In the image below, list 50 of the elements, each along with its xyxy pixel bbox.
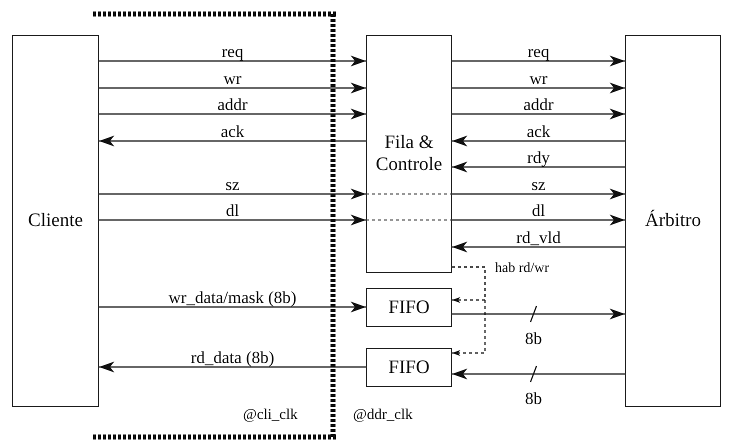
signal-label: req: [528, 43, 550, 60]
arrow: [99, 188, 366, 200]
arrow: [452, 162, 625, 172]
arrow: [99, 302, 366, 312]
module-box: [625, 35, 721, 407]
signal-label: dl: [226, 202, 240, 219]
module-box: [366, 288, 452, 327]
clock-domain-label: @ddr_clk: [353, 407, 413, 424]
arrow: [452, 266, 486, 356]
signal-label: addr: [523, 96, 554, 113]
signal-label: rd_vld: [516, 229, 561, 246]
arrow: [452, 56, 625, 66]
module-box: [366, 348, 452, 387]
signal-label: wr: [530, 70, 548, 87]
signal-label: req: [222, 43, 244, 60]
signal-label: ack: [220, 123, 244, 140]
arrow: [99, 362, 366, 372]
signal-label: ack: [526, 123, 550, 140]
arrow: [452, 108, 625, 120]
arrow: [452, 242, 625, 252]
module-label: FIFO: [388, 356, 430, 378]
signal-label: 8b: [525, 330, 542, 347]
arrow: [452, 214, 625, 226]
signal-label: hab rd/wr: [495, 262, 550, 276]
signal-label: addr: [217, 96, 248, 113]
arrow: [452, 368, 625, 380]
module-box: [12, 35, 99, 407]
clock-domain-label: @cli_clk: [243, 407, 298, 424]
signal-label: sz: [531, 176, 546, 193]
arrow: [452, 136, 625, 146]
signal-label: 8b: [525, 390, 542, 407]
module-label: Cliente: [28, 210, 83, 232]
module-box: [366, 35, 452, 273]
signal-label: wr_data/mask (8b): [168, 289, 296, 306]
arrow: [99, 108, 366, 120]
signal-label: rd_data (8b): [190, 349, 274, 366]
arrow: [452, 82, 625, 94]
arrow: [99, 214, 366, 226]
arrow: [99, 136, 366, 146]
arrow: [99, 82, 366, 94]
signal-label: rdy: [527, 149, 550, 166]
arrow: [99, 56, 366, 66]
arrow: [452, 188, 625, 200]
signal-label: sz: [225, 176, 240, 193]
signal-label: dl: [532, 202, 546, 219]
module-label: Árbitro: [645, 210, 701, 232]
module-label: Fila & Controle: [376, 132, 442, 176]
signal-label: wr: [224, 70, 242, 87]
module-label: FIFO: [388, 296, 430, 318]
arrow: [452, 308, 625, 320]
